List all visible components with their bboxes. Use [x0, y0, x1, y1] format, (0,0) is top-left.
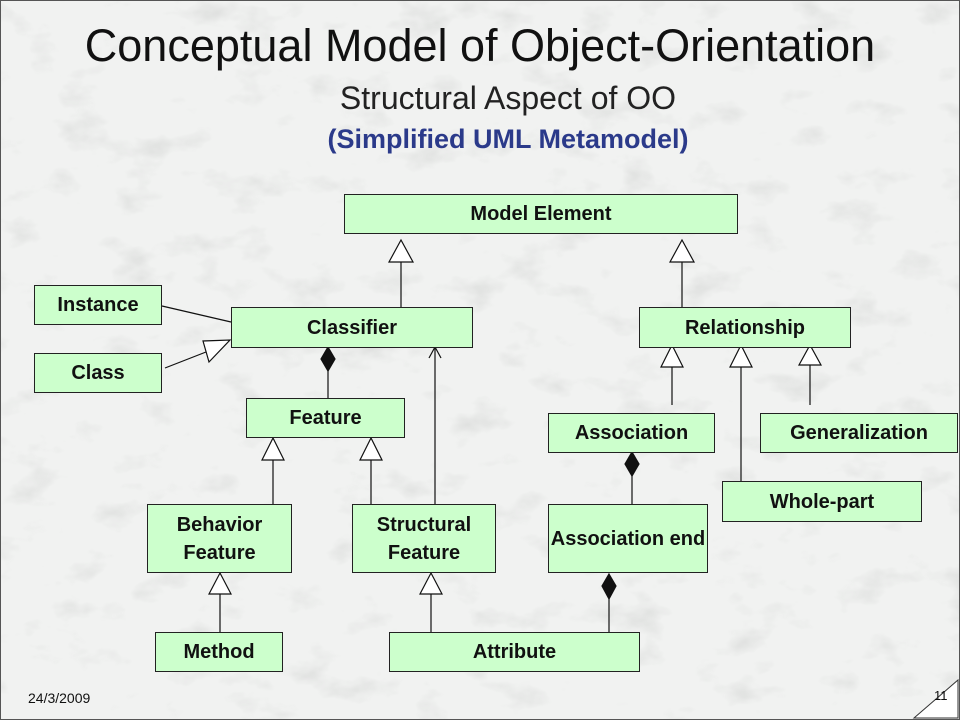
line-class-classifier [164, 351, 207, 369]
gen-arrow-feature-left [261, 436, 285, 461]
node-method: Method [155, 632, 283, 672]
node-instance: Instance [34, 285, 162, 325]
node-relationship: Relationship [639, 307, 851, 348]
slide-subtitle-emphasis: (Simplified UML Metamodel) [327, 124, 689, 154]
node-model-element: Model Element [344, 194, 738, 234]
node-association-end: Association end [548, 504, 708, 573]
page-corner-fold [912, 678, 959, 719]
gen-arrow-feature-right [359, 436, 383, 461]
node-association: Association [548, 413, 715, 453]
node-feature: Feature [246, 398, 405, 438]
node-structural-feature: Structural Feature [352, 504, 496, 573]
node-classifier: Classifier [231, 307, 473, 348]
slide-title: Conceptual Model of Object-Orientation [84, 20, 876, 71]
gen-arrow-classifier-from-class [202, 339, 232, 364]
node-attribute: Attribute [389, 632, 640, 672]
gen-arrow-behavior-feature [208, 571, 232, 595]
slide-date: 24/3/2009 [28, 690, 91, 706]
node-behavior-feature: Behavior Feature [147, 504, 292, 573]
gen-arrow-structural-feature [419, 571, 443, 595]
node-generalization: Generalization [760, 413, 958, 453]
gen-arrow-relationship-2 [729, 343, 753, 368]
gen-arrow-relationship-1 [660, 343, 684, 368]
composition-diamond-association [624, 450, 640, 478]
composition-diamond-association-end [601, 572, 617, 601]
gen-arrow-relationship-3 [797, 343, 823, 366]
gen-arrow-model-element-right [668, 238, 696, 263]
node-whole-part: Whole-part [722, 481, 922, 522]
composition-diamond-classifier [320, 345, 336, 373]
gen-arrow-model-element-left [387, 238, 415, 263]
slide-subtitle: Structural Aspect of OO [339, 80, 677, 116]
node-class: Class [34, 353, 162, 393]
line-instance-classifier [161, 305, 232, 323]
slide-page-number: 11 [934, 688, 948, 703]
